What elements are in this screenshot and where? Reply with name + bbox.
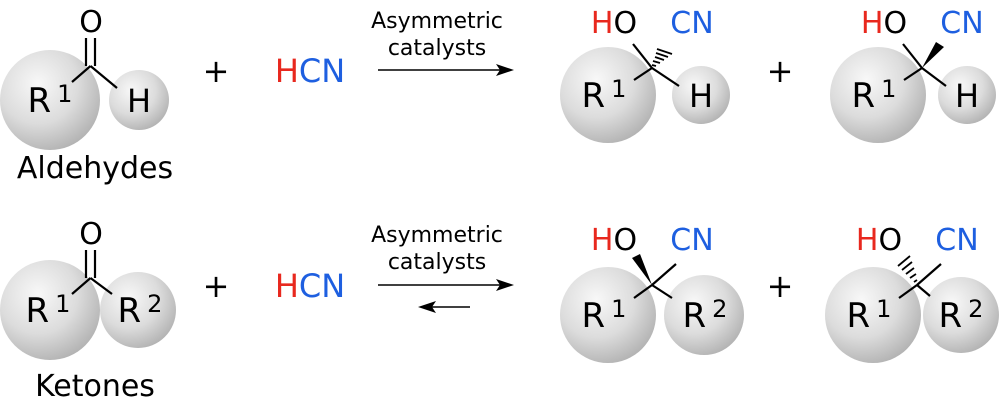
r1-sphere: [825, 267, 921, 363]
hydrogen-label: H: [689, 77, 713, 115]
oxygen-label: O: [79, 217, 103, 252]
hashed-wedge-oh: [897, 255, 918, 283]
r1-sphere: [0, 260, 100, 360]
r1-sphere: [560, 47, 656, 143]
bond-c-r1: [633, 67, 653, 81]
bond-c-r2: [651, 284, 673, 299]
catalyst-line1-2: Asymmetric: [371, 223, 503, 248]
catalyst-line2-2: catalysts: [388, 250, 486, 275]
r1-sphere: [830, 47, 926, 143]
r2-sphere: [923, 277, 999, 353]
cn-label: CN: [935, 223, 978, 258]
r2-sphere: [100, 272, 176, 348]
h-sphere: [109, 70, 169, 130]
bond-c-cn: [916, 263, 942, 286]
bond-c-r2: [89, 277, 113, 295]
catalyst-line2-1: catalysts: [388, 36, 486, 61]
solid-wedge-cn: [922, 42, 944, 68]
forward-arrow-2: [378, 279, 514, 291]
solid-wedge-oh: [632, 254, 652, 285]
hydroxyl-label: HO: [591, 223, 637, 258]
r2-sphere: [664, 275, 744, 355]
hydroxyl-label: HO: [591, 6, 637, 41]
aldehydes-label: Aldehydes: [17, 151, 173, 186]
hydrogen-label: H: [955, 77, 979, 115]
hydroxyl-label: HO: [856, 223, 902, 258]
bond-c-h: [921, 67, 947, 87]
r1-sphere: [0, 50, 100, 150]
plus-sign-2: +: [767, 52, 794, 90]
bond-c-h: [89, 65, 118, 89]
cn-label: CN: [670, 6, 713, 41]
cn-label: CN: [670, 223, 713, 258]
plus-sign-4: +: [767, 267, 794, 305]
h-sphere: [672, 66, 730, 124]
bond-c-r2: [916, 284, 931, 297]
catalyst-line1-1: Asymmetric: [371, 9, 503, 34]
bond-c-r1: [71, 65, 92, 83]
bond-c-r1: [898, 284, 918, 299]
h-sphere: [938, 66, 996, 124]
bond-c-h: [651, 67, 680, 87]
forward-arrow-1: [378, 64, 514, 76]
bond-c-o: [632, 43, 653, 69]
r1-sphere: [560, 267, 656, 363]
oxygen-label: O: [79, 5, 103, 40]
hydrogen-label: H: [127, 82, 151, 120]
bond-c-cn: [651, 263, 677, 286]
ketones-label: Ketones: [35, 369, 155, 404]
hydroxyl-label: HO: [861, 6, 907, 41]
plus-sign-1: +: [203, 52, 230, 90]
bond-c-r1: [633, 284, 653, 299]
cn-label: CN: [940, 6, 983, 41]
hcn-reagent-2: HCN: [275, 267, 345, 305]
bond-c-o: [902, 43, 923, 69]
hcn-reagent-1: HCN: [275, 52, 345, 90]
bond-c-r1: [71, 277, 92, 295]
reverse-arrow: [418, 301, 470, 313]
plus-sign-3: +: [203, 267, 230, 305]
hashed-wedge-cn: [651, 48, 673, 67]
bond-c-r1: [903, 67, 923, 81]
